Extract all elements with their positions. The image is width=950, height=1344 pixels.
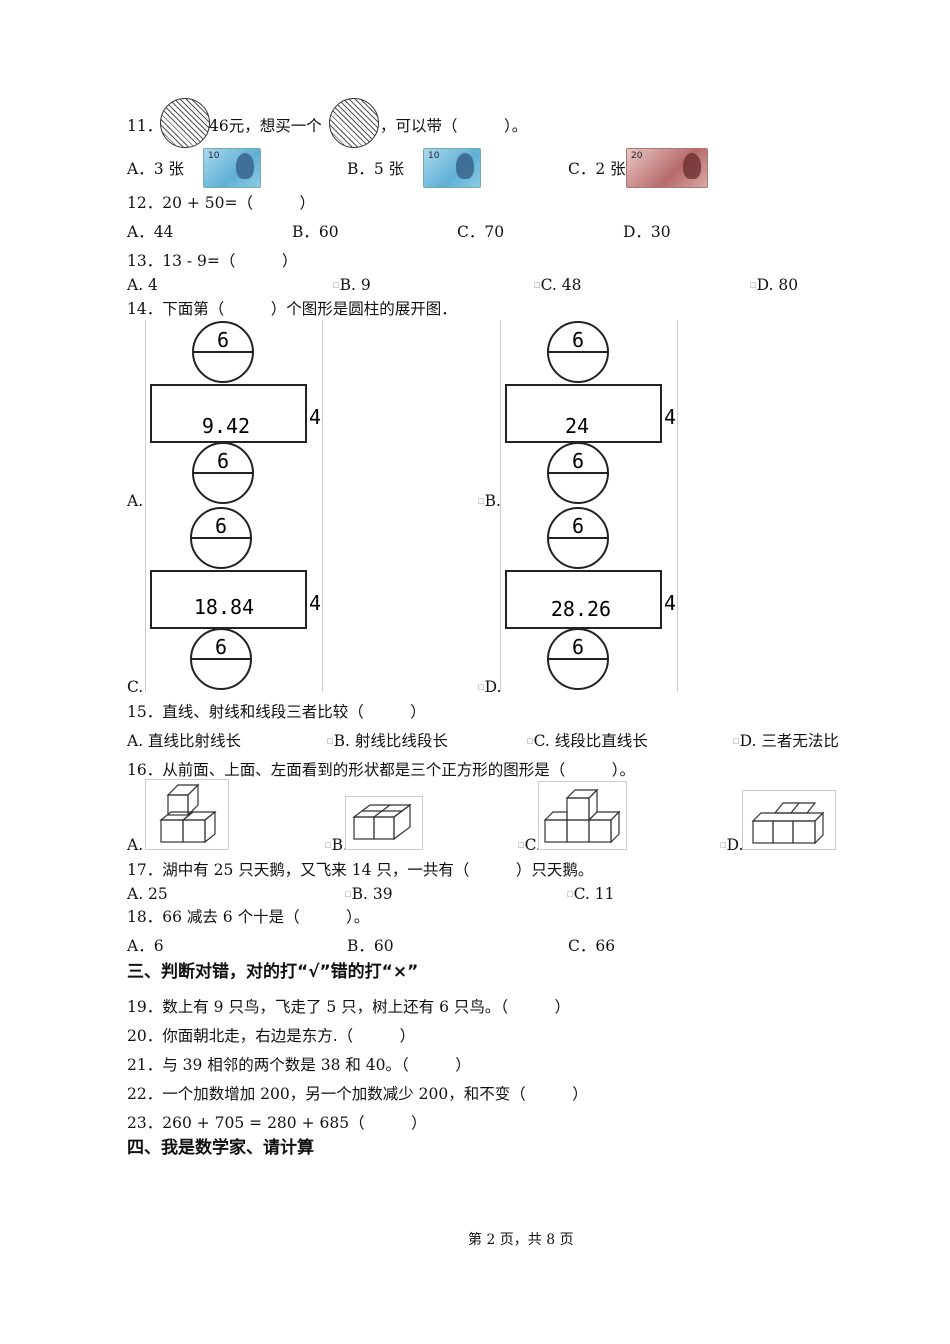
banknote-10-icon: 10 [203, 148, 261, 188]
net-a-top-label: 6 [217, 328, 229, 352]
section-4-heading: 四、我是数学家、请计算 [127, 1138, 314, 1158]
q17-question: 17．湖中有 25 只天鹅，又飞来 14 只，一共有（ ）只天鹅。 [127, 861, 594, 879]
q11-option-c: C．2 张 [568, 160, 626, 178]
q23-statement: 23．260 + 705 = 280 + 685（ ） [127, 1114, 427, 1132]
q12-option-b: B．60 [292, 223, 339, 241]
net-a-bottom-label: 6 [217, 449, 229, 473]
q18-option-b: B．60 [347, 937, 394, 955]
basketball-icon [329, 98, 379, 148]
net-a-side-label: 4 [309, 405, 321, 429]
basketball-icon [160, 98, 210, 148]
q13-option-d: □D. 80 [750, 276, 799, 294]
section-3-heading: 三、判断对错，对的打“√”错的打“×” [127, 962, 419, 982]
cylinder-net-c: 6 18.84 4 6 [145, 506, 323, 692]
q16-option-b-letter: □B. [325, 836, 348, 854]
q14-option-b-letter: □B. [478, 492, 501, 510]
q11-tail-text: ，可以带（ ）。 [380, 117, 528, 135]
cylinder-net-d: 6 28.26 4 6 [500, 506, 678, 692]
q12-option-c: C．70 [457, 223, 505, 241]
cylinder-net-b: 6 24 4 6 [500, 320, 678, 506]
q14-option-a-letter: A. [127, 492, 144, 510]
page-footer: 第 2 页，共 8 页 [468, 1232, 574, 1248]
q15-option-d: □D. 三者无法比 [733, 732, 839, 750]
q17-option-a: A. 25 [127, 885, 168, 903]
net-d-side-label: 4 [664, 591, 676, 615]
net-b-top-label: 6 [572, 328, 584, 352]
q15-question: 15．直线、射线和线段三者比较（ ） [127, 703, 426, 721]
q12-option-a: A．44 [127, 223, 174, 241]
net-d-top-label: 6 [572, 514, 584, 538]
q19-statement: 19．数上有 9 只鸟，飞走了 5 只，树上还有 6 只鸟。（ ） [127, 998, 571, 1016]
q22-statement: 22．一个加数增加 200，另一个加数减少 200，和不变（ ） [127, 1085, 588, 1103]
q13-option-c: □C. 48 [534, 276, 582, 294]
q16-option-d-letter: □D. [720, 836, 744, 854]
q20-statement: 20．你面朝北走，右边是东方.（ ） [127, 1027, 416, 1045]
q11-option-b: B．5 张 [347, 160, 405, 178]
q11-mid-text: 46元，想买一个 [209, 117, 322, 135]
net-a-rect-label: 9.42 [202, 414, 250, 438]
q12-option-d: D．30 [623, 223, 671, 241]
q13-option-b: □B. 9 [333, 276, 371, 294]
banknote-20-icon: 20 [626, 148, 708, 188]
q17-option-c: □C. 11 [567, 885, 615, 903]
q11-label: 11． [127, 117, 163, 135]
q13-option-a: A. 4 [127, 276, 158, 294]
q13-question: 13．13 - 9=（ ） [127, 252, 298, 270]
q15-option-a: A. 直线比射线长 [127, 732, 242, 750]
net-d-rect-label: 28.26 [551, 597, 611, 621]
cube-figure-b [345, 796, 423, 850]
cube-figure-a [145, 779, 229, 850]
net-c-top-label: 6 [215, 514, 227, 538]
net-b-rect-label: 24 [565, 414, 589, 438]
q18-option-a: A．6 [127, 937, 164, 955]
q14-question: 14．下面第（ ）个图形是圆柱的展开图． [127, 300, 457, 318]
net-b-side-label: 4 [664, 405, 676, 429]
q18-option-c: C．66 [568, 937, 616, 955]
net-c-bottom-label: 6 [215, 635, 227, 659]
q17-option-b: □B. 39 [345, 885, 393, 903]
q16-question: 16．从前面、上面、左面看到的形状都是三个正方形的图形是（ ）。 [127, 761, 635, 779]
cylinder-net-a: 6 9.42 4 6 [145, 320, 323, 506]
cube-figure-c [538, 781, 627, 850]
net-b-bottom-label: 6 [572, 449, 584, 473]
q12-question: 12．20 + 50=（ ） [127, 194, 315, 212]
q15-option-b: □B. 射线比线段长 [327, 732, 448, 750]
net-c-side-label: 4 [309, 591, 321, 615]
cube-figure-d [742, 790, 836, 850]
q21-statement: 21．与 39 相邻的两个数是 38 和 40。（ ） [127, 1056, 471, 1074]
q14-option-d-letter: □D. [478, 678, 502, 696]
net-d-bottom-label: 6 [572, 635, 584, 659]
q14-option-c-letter: C. [127, 678, 144, 696]
banknote-10-icon: 10 [423, 148, 481, 188]
q18-question: 18．66 减去 6 个十是（ ）。 [127, 908, 370, 926]
q15-option-c: □C. 线段比直线长 [527, 732, 648, 750]
net-c-rect-label: 18.84 [194, 595, 254, 619]
q16-option-c-letter: □C. [518, 836, 541, 854]
q16-option-a-letter: A. [127, 836, 144, 854]
q11-option-a: A．3 张 [127, 160, 184, 178]
